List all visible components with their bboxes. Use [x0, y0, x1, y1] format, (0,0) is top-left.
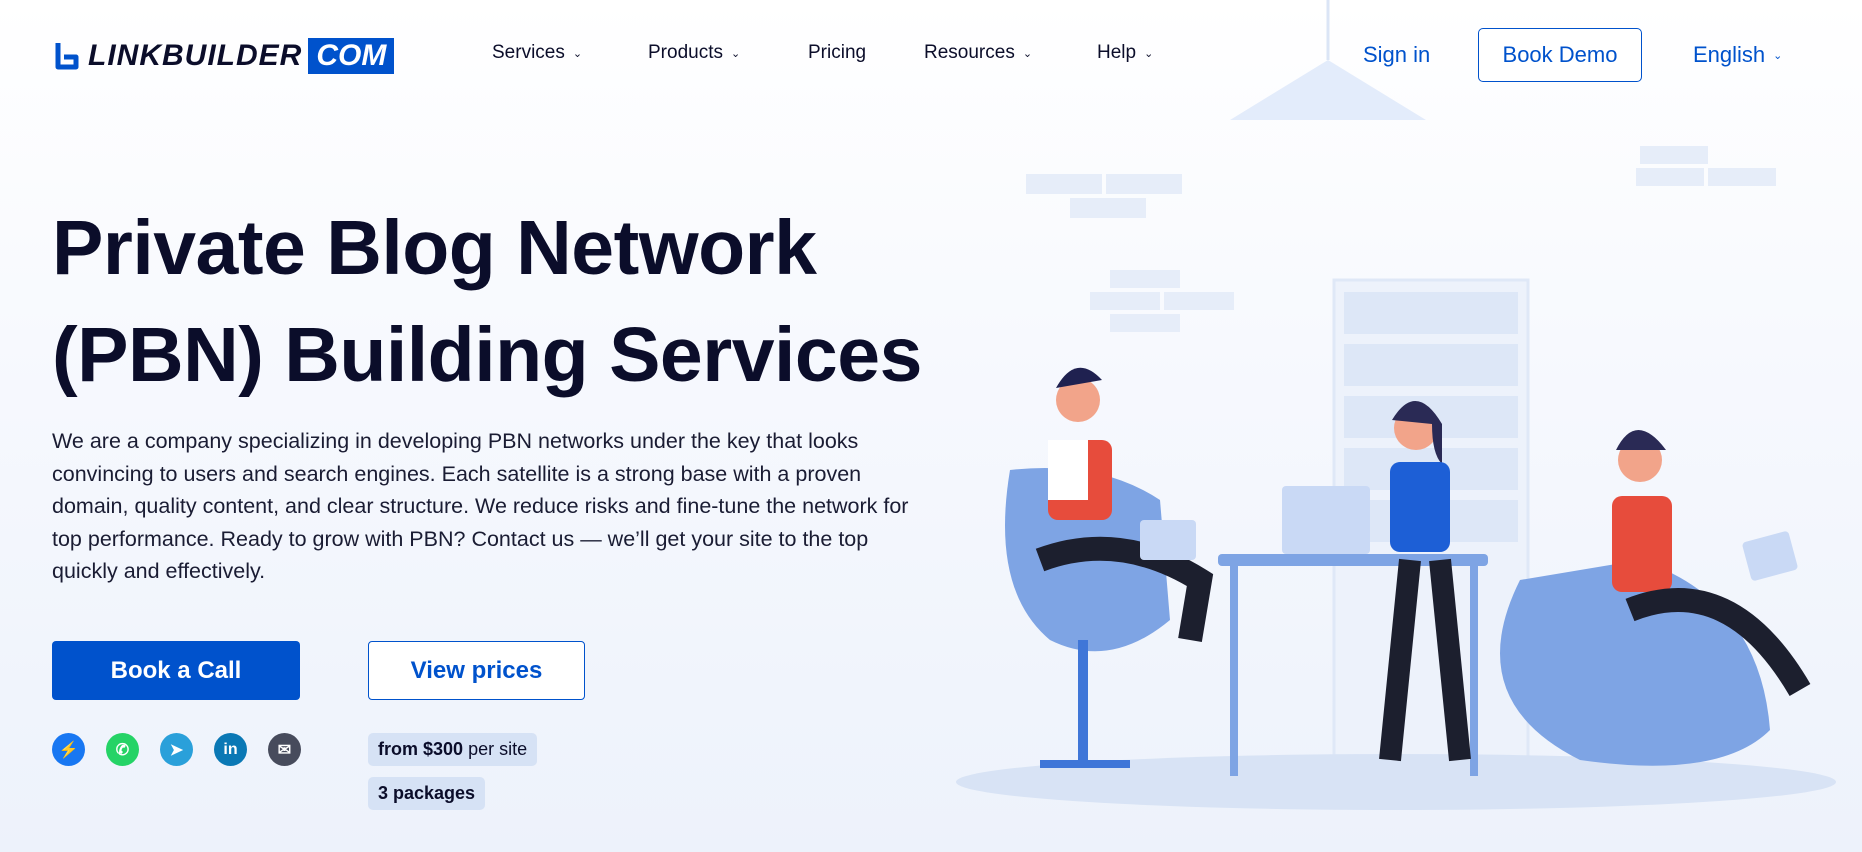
book-call-button[interactable]: Book a Call [52, 641, 300, 700]
language-selector[interactable]: English ⌄ [1693, 42, 1782, 68]
hero-description: We are a company specializing in develop… [52, 429, 909, 583]
hero-illustration [956, 0, 1836, 810]
nav-label: Products [648, 42, 723, 63]
whatsapp-icon[interactable]: ✆ [106, 733, 139, 766]
page-title: Private Blog Network (PBN) Building Serv… [52, 205, 922, 398]
chevron-down-icon: ⌄ [1773, 49, 1783, 62]
nav-label: Resources [924, 42, 1015, 63]
linkedin-icon[interactable]: in [214, 733, 247, 766]
nav-products[interactable]: Products ⌄ [648, 42, 740, 64]
logo-text: LINKBUILDER [88, 39, 303, 72]
telegram-icon[interactable]: ➤ [160, 733, 193, 766]
price-badge: from $300 per site [368, 733, 538, 766]
sign-in-link[interactable]: Sign in [1363, 42, 1431, 67]
messenger-icon[interactable]: ⚡ [52, 733, 85, 766]
language-label: English [1693, 42, 1766, 67]
nav-pricing[interactable]: Pricing [808, 42, 866, 64]
chevron-down-icon: ⌄ [1144, 47, 1154, 60]
price-unit: per site [468, 739, 528, 759]
chevron-down-icon: ⌄ [730, 47, 741, 60]
nav-label: Services [492, 42, 565, 63]
nav-help[interactable]: Help ⌄ [1097, 42, 1153, 64]
nav-label: Pricing [808, 42, 867, 63]
packages-badge: 3 packages [368, 777, 486, 810]
price-from: from $300 [378, 739, 464, 759]
nav-resources[interactable]: Resources ⌄ [924, 42, 1032, 64]
chevron-down-icon: ⌄ [1022, 47, 1033, 60]
logo-icon [55, 43, 79, 70]
view-prices-button[interactable]: View prices [368, 641, 585, 700]
logo-tld: COM [308, 38, 395, 74]
email-icon[interactable]: ✉ [268, 733, 301, 766]
social-contacts: ⚡ ✆ ➤ in ✉ [52, 733, 301, 766]
book-demo-button[interactable]: Book Demo [1478, 28, 1642, 82]
nav-services[interactable]: Services ⌄ [492, 42, 582, 64]
nav-label: Help [1097, 42, 1137, 63]
chevron-down-icon: ⌄ [572, 47, 583, 60]
